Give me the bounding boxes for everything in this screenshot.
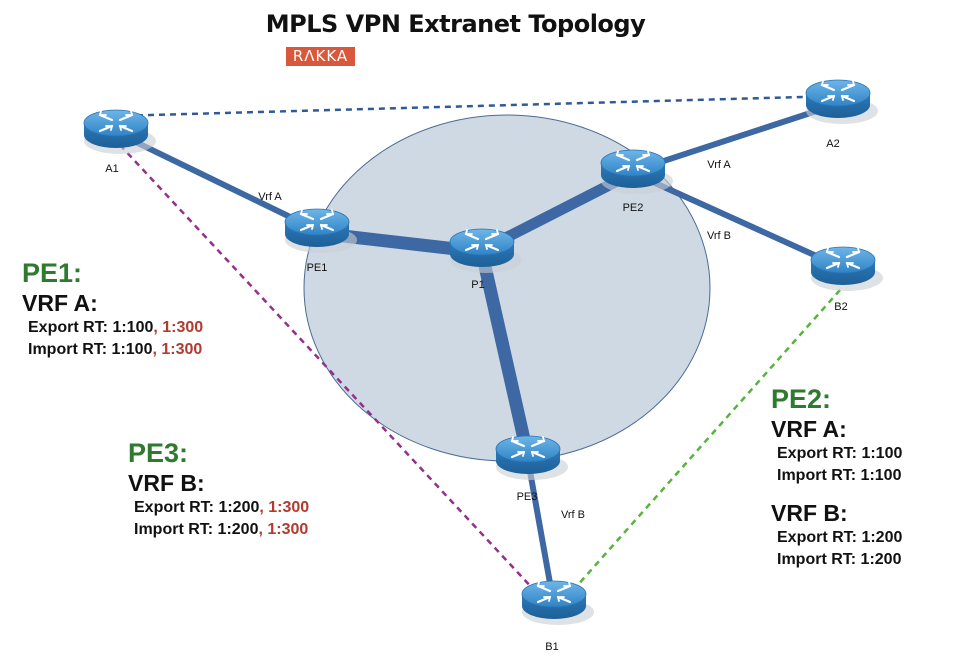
pe3-import-rt-base: Import RT: 1:200	[134, 521, 259, 538]
pe3-vrf-b-heading: VRF B:	[128, 470, 205, 496]
pe2-info-block: PE2: VRF A: Export RT: 1:100 Import RT: …	[771, 383, 902, 571]
pe1-import-rt-extranet: , 1:300	[152, 341, 203, 358]
pe1-vrf-a-export-rt: Export RT: 1:100, 1:300	[22, 317, 203, 339]
router-a1[interactable]	[83, 109, 156, 154]
router-icon	[98, 110, 134, 133]
router-label-b2: B2	[834, 301, 847, 313]
router-label-a2: A2	[826, 138, 839, 150]
router-label-pe1: PE1	[307, 262, 328, 274]
link-pe2-a2	[632, 101, 839, 174]
pe1-vrf-a-import-rt: Import RT: 1:100, 1:300	[22, 339, 203, 361]
router-icon	[464, 229, 500, 252]
pe3-heading: PE3:	[128, 438, 189, 468]
link-a1-a2-dashed	[114, 94, 839, 118]
pe3-info-block: PE3: VRF B: Export RT: 1:200, 1:300 Impo…	[128, 437, 309, 541]
link-p1-pe3	[475, 251, 535, 459]
link-label-pe2-b2: Vrf B	[707, 230, 731, 242]
pe2-vrf-b-heading: VRF B:	[771, 500, 848, 526]
link-label-pe2-a2: Vrf A	[707, 159, 731, 171]
pe3-import-rt-extranet: , 1:300	[258, 521, 309, 538]
router-icon	[820, 80, 856, 103]
router-icon	[615, 150, 651, 173]
pe2-vrf-a-export-rt: Export RT: 1:100	[777, 445, 903, 462]
diagram-title: MPLS VPN Extranet Topology	[265, 10, 646, 38]
router-p1[interactable]	[449, 228, 522, 273]
link-pe3-b1	[525, 459, 556, 601]
rakka-logo: RΛKKA	[286, 47, 355, 66]
link-a1-pe1	[115, 130, 319, 233]
link-b2-b1-dashed	[559, 289, 841, 606]
pe2-vrf-a-import-rt: Import RT: 1:100	[777, 467, 902, 484]
router-b2[interactable]	[810, 246, 883, 291]
link-a1-b1-dashed	[119, 144, 549, 606]
router-b1[interactable]	[521, 580, 594, 625]
router-label-pe2: PE2	[623, 202, 644, 214]
pe1-export-rt-base: Export RT: 1:100	[28, 319, 154, 336]
pe2-vrf-b-import-rt: Import RT: 1:200	[777, 551, 902, 568]
router-icon	[825, 247, 861, 270]
pe3-vrf-b-import-rt: Import RT: 1:200, 1:300	[128, 519, 309, 541]
router-label-a1: A1	[105, 163, 118, 175]
pe1-import-rt-base: Import RT: 1:100	[28, 341, 153, 358]
pe1-export-rt-extranet: , 1:300	[153, 319, 204, 336]
router-pe3[interactable]	[495, 435, 568, 480]
router-pe1[interactable]	[284, 208, 357, 253]
router-a2[interactable]	[805, 79, 878, 124]
router-icon	[536, 581, 572, 604]
router-label-b1: B1	[545, 641, 558, 653]
pe2-heading: PE2:	[771, 384, 832, 414]
pe3-export-rt-extranet: , 1:300	[259, 499, 310, 516]
pe2-vrf-b-export-rt: Export RT: 1:200	[777, 529, 903, 546]
link-label-pe3-b1: Vrf B	[561, 509, 585, 521]
pe1-info-block: PE1: VRF A: Export RT: 1:100, 1:300 Impo…	[22, 257, 203, 361]
pe3-export-rt-base: Export RT: 1:200	[134, 499, 260, 516]
router-icon	[299, 209, 335, 232]
router-label-pe3: PE3	[517, 491, 538, 503]
link-pe2-b2	[631, 170, 845, 271]
link-label-a1-pe1: Vrf A	[258, 191, 282, 203]
router-label-p1: P1	[471, 279, 484, 291]
pe2-vrf-a-heading: VRF A:	[771, 416, 847, 442]
router-icon	[510, 436, 546, 459]
pe3-vrf-b-export-rt: Export RT: 1:200, 1:300	[128, 497, 309, 519]
pe1-heading: PE1:	[22, 258, 83, 288]
pe1-vrf-a-heading: VRF A:	[22, 290, 98, 316]
router-pe2[interactable]	[600, 149, 673, 194]
